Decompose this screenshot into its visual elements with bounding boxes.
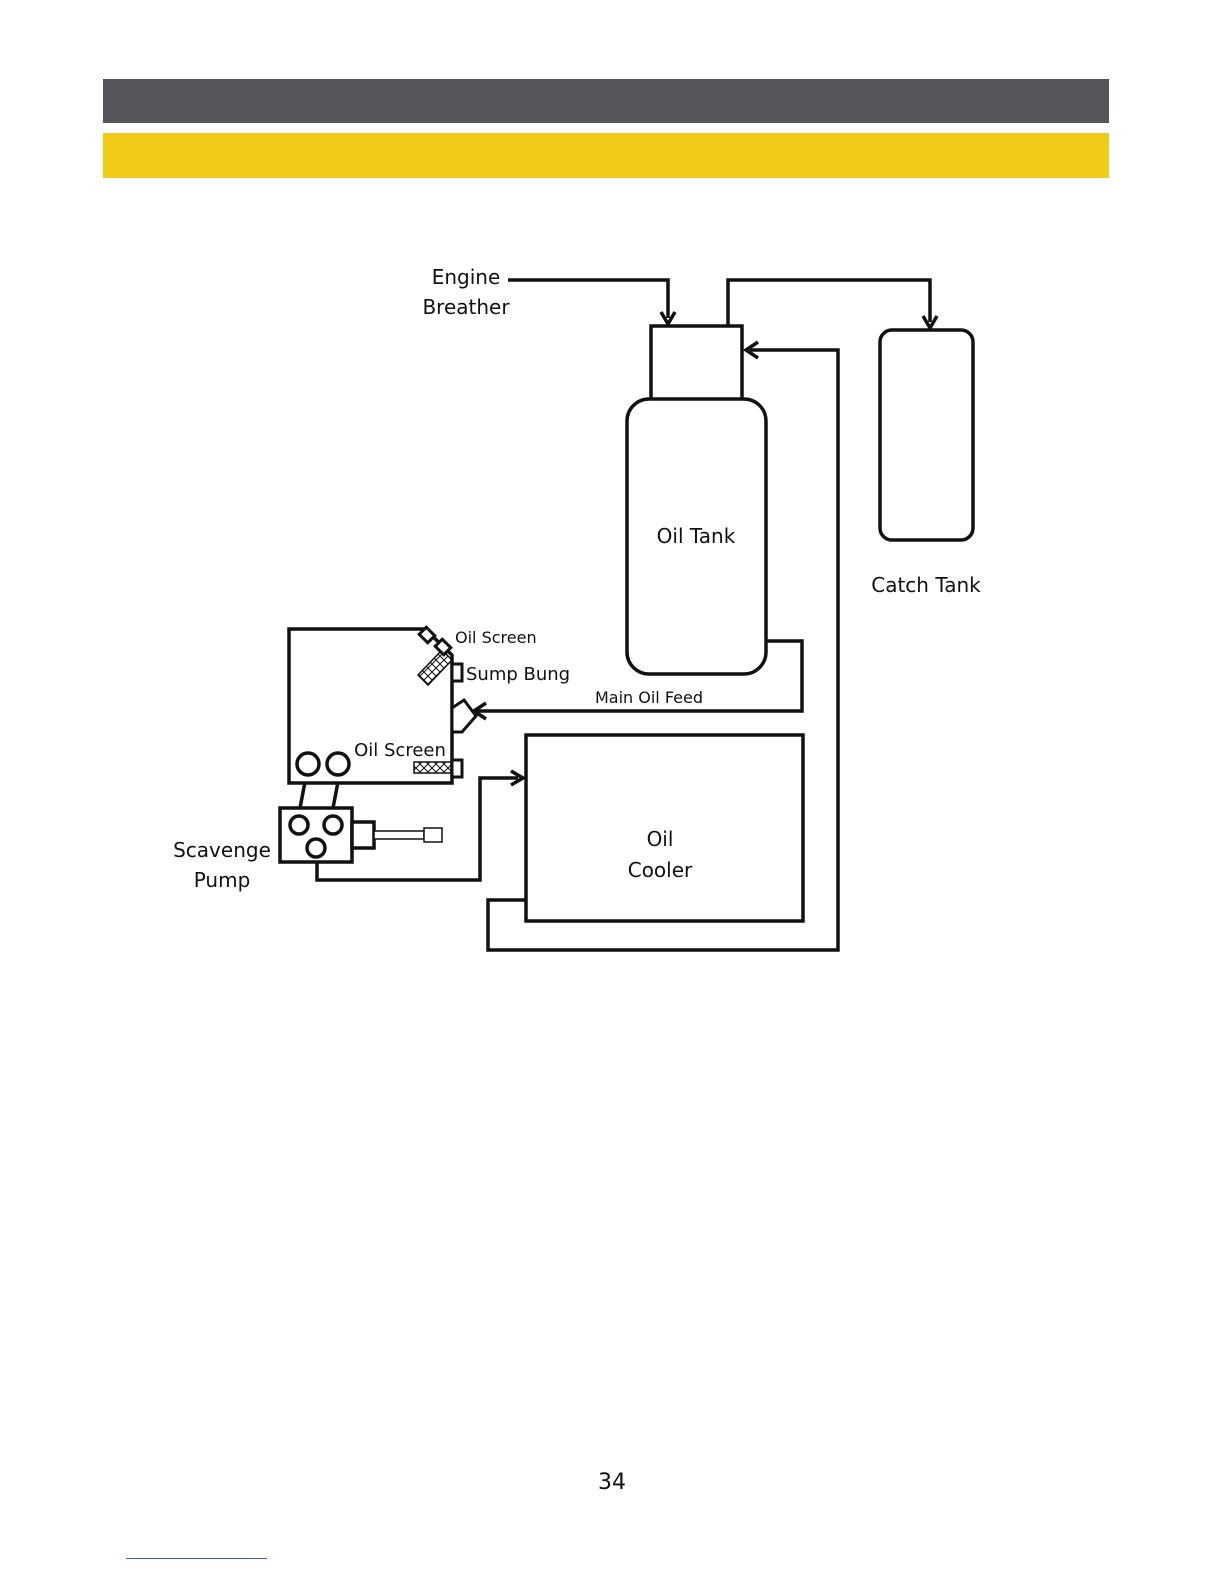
pump-port-2 — [324, 816, 342, 834]
lower-oil-screen-label: Oil Screen — [354, 740, 446, 761]
scavenge-pump-label-1: Scavenge — [173, 838, 271, 862]
page-number: 34 — [0, 1470, 1224, 1495]
sump-port-right — [327, 753, 349, 775]
catch-tank — [880, 330, 973, 540]
scavenge-pump-label-2: Pump — [194, 868, 251, 892]
footer-link-underline — [126, 1558, 267, 1559]
oil-cooler-label-1: Oil — [647, 827, 674, 851]
pump-pickup-right — [333, 782, 338, 808]
pump-port-1 — [290, 816, 308, 834]
pump-pickup-left — [300, 782, 305, 808]
catch-tank-label: Catch Tank — [871, 573, 981, 597]
sump-bung-label: Sump Bung — [466, 664, 570, 685]
scavenge-pump-shaft-housing — [352, 822, 374, 848]
pump-port-3 — [307, 839, 325, 857]
oil-tank-neck — [651, 326, 742, 402]
oil-cooler-label-2: Cooler — [628, 858, 693, 882]
sump-port-left — [297, 753, 319, 775]
oil-tank-label: Oil Tank — [657, 524, 736, 548]
engine-breather-line — [508, 280, 668, 318]
upper-oil-screen-label: Oil Screen — [455, 628, 537, 647]
lower-screen-cap — [452, 760, 462, 777]
lower-oil-screen — [414, 762, 452, 773]
main-oil-feed-label: Main Oil Feed — [595, 688, 703, 707]
catch-tank-vent-line — [728, 280, 930, 326]
sump-bung — [452, 664, 462, 681]
feed-inlet-fitting — [452, 700, 476, 732]
pump-drive-shaft — [374, 831, 424, 839]
engine-breather-label-1: Engine — [432, 265, 501, 289]
pump-drive-tip — [424, 828, 442, 842]
engine-breather-label-2: Breather — [422, 295, 510, 319]
